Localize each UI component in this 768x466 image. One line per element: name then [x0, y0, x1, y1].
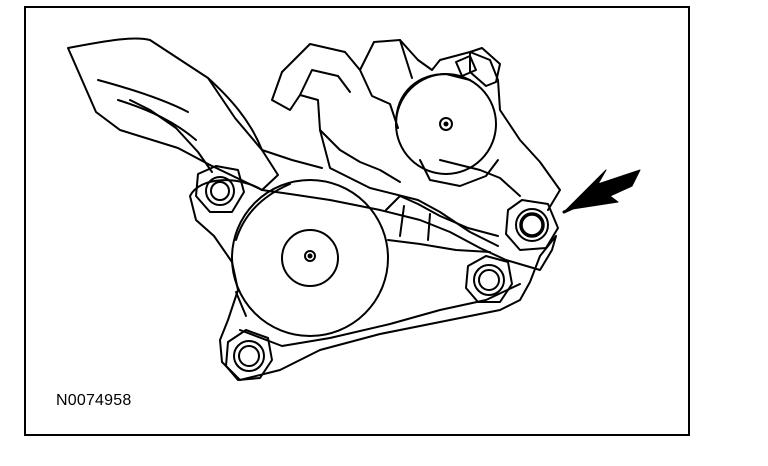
connector-latch: [455, 55, 477, 77]
upper-bracket-step: [271, 71, 401, 183]
sensor-collar: [419, 159, 499, 187]
bolt-right-indicated: [505, 199, 559, 251]
plate-inner-edge: [235, 291, 247, 317]
sensor-center: [439, 117, 453, 131]
bracket-wall: [261, 149, 323, 169]
solenoid-center: [304, 250, 316, 262]
upper-bracket-step: [399, 39, 413, 79]
linkage-arm: [385, 195, 499, 237]
upper-bracket: [281, 39, 561, 211]
sensor-center-dot: [443, 121, 449, 127]
linkage-arm: [387, 239, 491, 253]
housing-edge: [207, 77, 263, 151]
solenoid-body: [231, 179, 389, 337]
sensor-flange: [395, 73, 471, 125]
linkage-slot: [427, 213, 431, 241]
solenoid-hub: [281, 229, 339, 287]
bracket-wall: [319, 129, 499, 247]
solenoid-rim: [235, 183, 291, 241]
upper-bracket-step: [359, 69, 399, 129]
illustration-frame: [24, 6, 690, 436]
bolt-upper-left: [195, 165, 245, 213]
engine-housing-outline: [67, 37, 279, 191]
bolt-lower-left: [225, 329, 273, 381]
linkage-slot: [399, 205, 405, 237]
bolt-lower-right: [465, 255, 513, 303]
bracket-wall: [439, 159, 521, 197]
indicator-arrow-icon: [562, 169, 641, 214]
housing-edge: [129, 99, 213, 173]
plate-inner-edge: [239, 283, 521, 347]
upper-bracket-step: [299, 69, 351, 96]
solenoid-center-dot: [307, 253, 313, 259]
mounting-plate: [189, 179, 557, 381]
housing-rib: [97, 79, 189, 113]
figure-id-label: N0074958: [56, 392, 132, 409]
